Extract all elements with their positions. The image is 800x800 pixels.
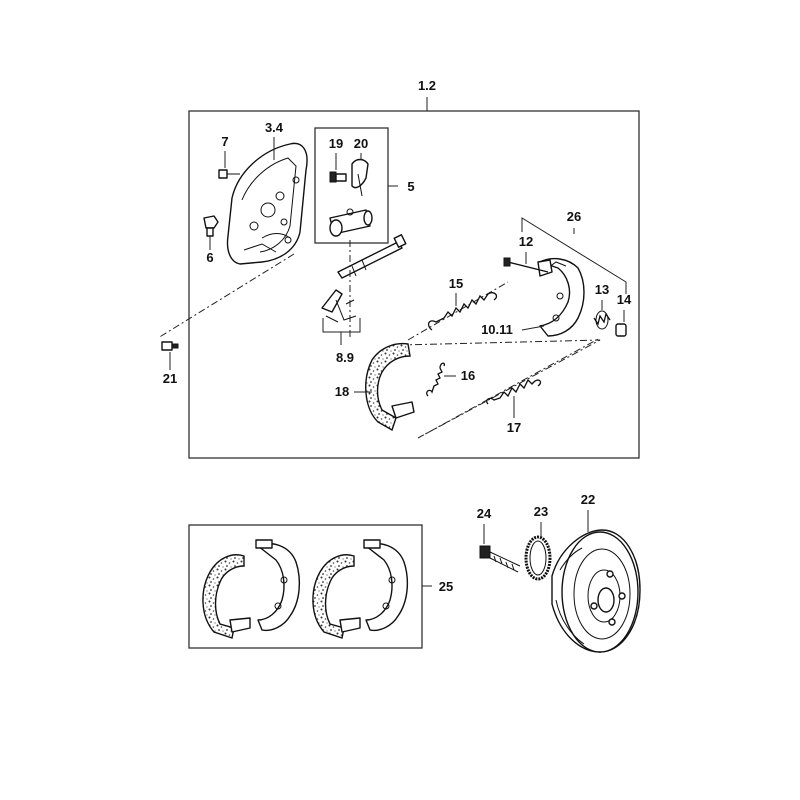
callout-1-2: 1.2 [418, 78, 436, 93]
bracket-26 [521, 217, 627, 294]
callout-10-11: 10.11 [481, 322, 513, 337]
dash-line-shoes [399, 337, 601, 439]
bolt-21 [161, 341, 179, 351]
main-assembly-frame: 1.2 [188, 78, 640, 459]
callout-18: 18 [335, 384, 349, 399]
spring-17 [486, 378, 542, 405]
kit-shoe-set-2 [312, 539, 409, 639]
bleeder-6 [203, 215, 219, 237]
callout-8-9: 8.9 [336, 350, 354, 365]
callout-17: 17 [507, 420, 521, 435]
callout-19: 19 [329, 136, 343, 151]
lever-8-9 [321, 289, 357, 323]
backing-plate [226, 142, 308, 265]
pin-12 [503, 257, 549, 273]
callout-6: 6 [206, 250, 213, 265]
callout-23: 23 [534, 504, 548, 519]
callout-16: 16 [461, 368, 475, 383]
brake-drum-22 [551, 529, 641, 653]
callout-26: 26 [567, 209, 581, 224]
cap-14 [615, 323, 627, 337]
callout-15: 15 [449, 276, 463, 291]
tone-ring-23 [524, 535, 552, 581]
callout-24: 24 [477, 506, 492, 521]
dash-line-plate-to-21 [157, 253, 295, 339]
callout-25: 25 [439, 579, 453, 594]
kit-shoe-set-1 [202, 539, 301, 639]
callout-3-4: 3.4 [265, 120, 284, 135]
spring-15 [427, 292, 498, 331]
callout-7: 7 [221, 134, 228, 149]
brake-shoe-18 [365, 342, 415, 432]
bolt-7 [218, 169, 240, 179]
callout-20: 20 [354, 136, 368, 151]
adjuster-strut [337, 234, 407, 279]
spring-13 [593, 310, 611, 330]
wheel-stud-24 [479, 545, 521, 573]
callout-14: 14 [617, 292, 632, 307]
callout-22: 22 [581, 492, 595, 507]
callout-5: 5 [407, 179, 414, 194]
dash-line-15 [407, 281, 509, 341]
shoe-kit-frame [188, 524, 432, 649]
brake-shoe-10-11 [537, 257, 585, 337]
callout-21: 21 [163, 371, 177, 386]
callout-12: 12 [519, 234, 533, 249]
spring-16 [426, 362, 446, 397]
callout-13: 13 [595, 282, 609, 297]
wheel-cylinder-box [314, 127, 398, 244]
